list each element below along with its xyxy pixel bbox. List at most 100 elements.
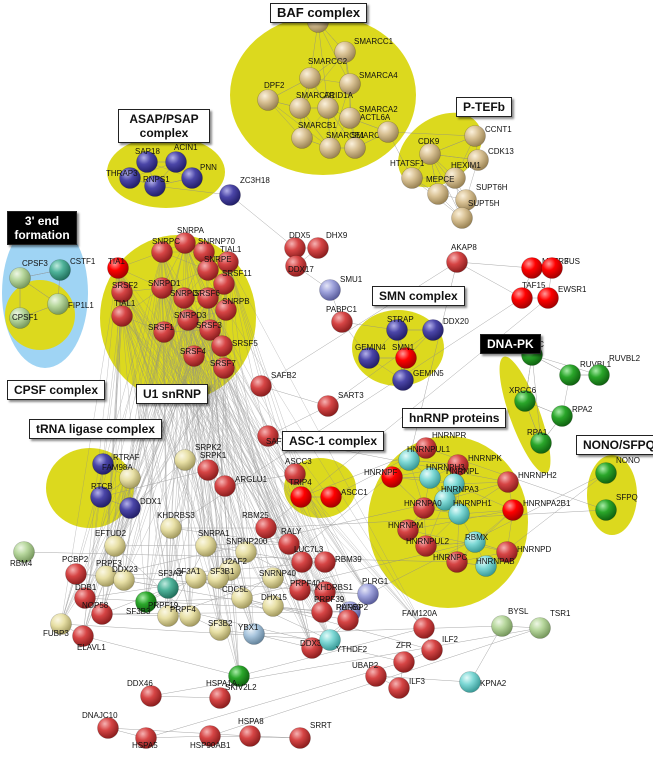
gene-node[interactable]: SUPT5H (451, 199, 500, 229)
node-sphere[interactable] (413, 617, 435, 639)
node-sphere[interactable] (197, 287, 219, 309)
node-sphere[interactable] (446, 251, 468, 273)
node-sphere[interactable] (213, 357, 235, 379)
gene-node[interactable]: FUBP3 (43, 613, 72, 639)
node-sphere[interactable] (257, 89, 279, 111)
node-sphere[interactable] (135, 727, 157, 749)
gene-node[interactable]: CPSF1 (9, 307, 39, 329)
node-sphere[interactable] (104, 535, 126, 557)
gene-node[interactable]: LUC7L3 (291, 545, 324, 573)
gene-node[interactable]: EWSR1 (537, 285, 588, 309)
node-sphere[interactable] (427, 183, 449, 205)
node-sphere[interactable] (393, 651, 415, 673)
node-sphere[interactable] (243, 623, 265, 645)
gene-node[interactable]: SAFB2 (250, 371, 297, 397)
node-sphere[interactable] (514, 390, 536, 412)
gene-node[interactable]: SMARCB1 (291, 121, 338, 149)
node-sphere[interactable] (388, 677, 410, 699)
gene-node[interactable]: DDX3X (300, 637, 327, 659)
node-sphere[interactable] (151, 277, 173, 299)
gene-node[interactable]: TAF15 (511, 281, 546, 309)
node-sphere[interactable] (392, 369, 414, 391)
node-sphere[interactable] (255, 517, 277, 539)
gene-node[interactable]: RBM25 (242, 511, 277, 539)
gene-node[interactable]: SF3B1 (207, 567, 236, 589)
gene-node[interactable]: RTRAF (92, 453, 140, 475)
gene-node[interactable]: PRPF39 (311, 595, 345, 623)
node-sphere[interactable] (157, 605, 179, 627)
node-sphere[interactable] (49, 259, 71, 281)
node-sphere[interactable] (331, 311, 353, 333)
gene-node[interactable]: HSPA5 (132, 727, 158, 751)
gene-node[interactable]: TIAL1 (217, 245, 242, 273)
node-sphere[interactable] (497, 471, 519, 493)
gene-node[interactable]: YBX1 (238, 623, 265, 645)
gene-node[interactable]: XRCC6 (509, 386, 537, 412)
gene-node[interactable]: SKIV2L2 (225, 665, 257, 693)
gene-node[interactable]: RUVBL2 (588, 354, 641, 386)
gene-node[interactable]: SNRNP200 (226, 537, 268, 563)
node-sphere[interactable] (135, 591, 157, 613)
node-sphere[interactable] (357, 583, 379, 605)
node-sphere[interactable] (50, 613, 72, 635)
gene-node[interactable]: RTCB (90, 482, 113, 508)
gene-node[interactable]: SNRPE (197, 255, 232, 281)
node-sphere[interactable] (177, 309, 199, 331)
node-sphere[interactable] (381, 466, 403, 488)
node-sphere[interactable] (358, 347, 380, 369)
gene-node[interactable]: SMARCA4 (339, 71, 399, 95)
node-sphere[interactable] (257, 425, 279, 447)
gene-node[interactable]: SNRPD2 (170, 287, 203, 309)
gene-node[interactable]: SART3 (317, 391, 365, 417)
gene-node[interactable]: HSPA8 (238, 717, 264, 747)
node-sphere[interactable] (174, 232, 196, 254)
gene-node[interactable]: FIP1L1 (47, 293, 95, 315)
gene-node[interactable]: CDK13 (467, 147, 515, 171)
gene-node[interactable]: NONO (595, 456, 641, 484)
gene-node[interactable]: SMARCC2 (299, 57, 348, 89)
gene-node[interactable]: TIAL1 (111, 299, 136, 327)
node-sphere[interactable] (235, 541, 257, 563)
gene-node[interactable]: ELAVL1 (72, 625, 107, 653)
node-sphere[interactable] (91, 603, 113, 625)
node-sphere[interactable] (511, 287, 533, 309)
gene-node[interactable]: HNRNPUL2 (406, 535, 450, 557)
gene-node[interactable]: ILF3 (388, 677, 426, 699)
gene-node[interactable]: PABPC1 (326, 305, 358, 333)
node-sphere[interactable] (278, 533, 300, 555)
gene-node[interactable]: DPF2 (257, 81, 286, 111)
node-sphere[interactable] (111, 281, 133, 303)
gene-node[interactable]: SMN1 (392, 343, 417, 369)
gene-node[interactable]: ACIN1 (165, 143, 199, 173)
node-sphere[interactable] (199, 319, 221, 341)
node-sphere[interactable] (339, 73, 361, 95)
node-sphere[interactable] (285, 255, 307, 277)
gene-node[interactable]: DDB1 (74, 583, 97, 609)
node-sphere[interactable] (365, 665, 387, 687)
node-sphere[interactable] (311, 601, 333, 623)
node-sphere[interactable] (174, 449, 196, 471)
gene-node[interactable]: SRSF11 (213, 269, 253, 295)
node-sphere[interactable] (195, 535, 217, 557)
gene-node[interactable]: SMARCD1 (344, 131, 391, 159)
node-sphere[interactable] (92, 453, 114, 475)
node-sphere[interactable] (291, 127, 313, 149)
gene-node[interactable]: HNRNPA2B1 (502, 499, 571, 521)
gene-node[interactable]: RALY (278, 527, 302, 555)
gene-node[interactable]: RNPS1 (143, 175, 170, 197)
gene-node[interactable]: THRAP3 (106, 167, 141, 189)
node-sphere[interactable] (307, 237, 329, 259)
gene-node[interactable]: HEXIM1 (444, 161, 482, 189)
node-sphere[interactable] (317, 97, 339, 119)
gene-node[interactable]: RPA1 (527, 428, 552, 454)
gene-node[interactable]: PRPF40A (289, 579, 327, 601)
node-sphere[interactable] (111, 305, 133, 327)
node-sphere[interactable] (119, 167, 141, 189)
gene-node[interactable]: SRPK2 (174, 443, 222, 471)
node-sphere[interactable] (239, 725, 261, 747)
node-sphere[interactable] (217, 251, 239, 273)
node-sphere[interactable] (183, 345, 205, 367)
node-sphere[interactable] (119, 467, 141, 489)
node-sphere[interactable] (415, 437, 437, 459)
node-sphere[interactable] (434, 489, 456, 511)
